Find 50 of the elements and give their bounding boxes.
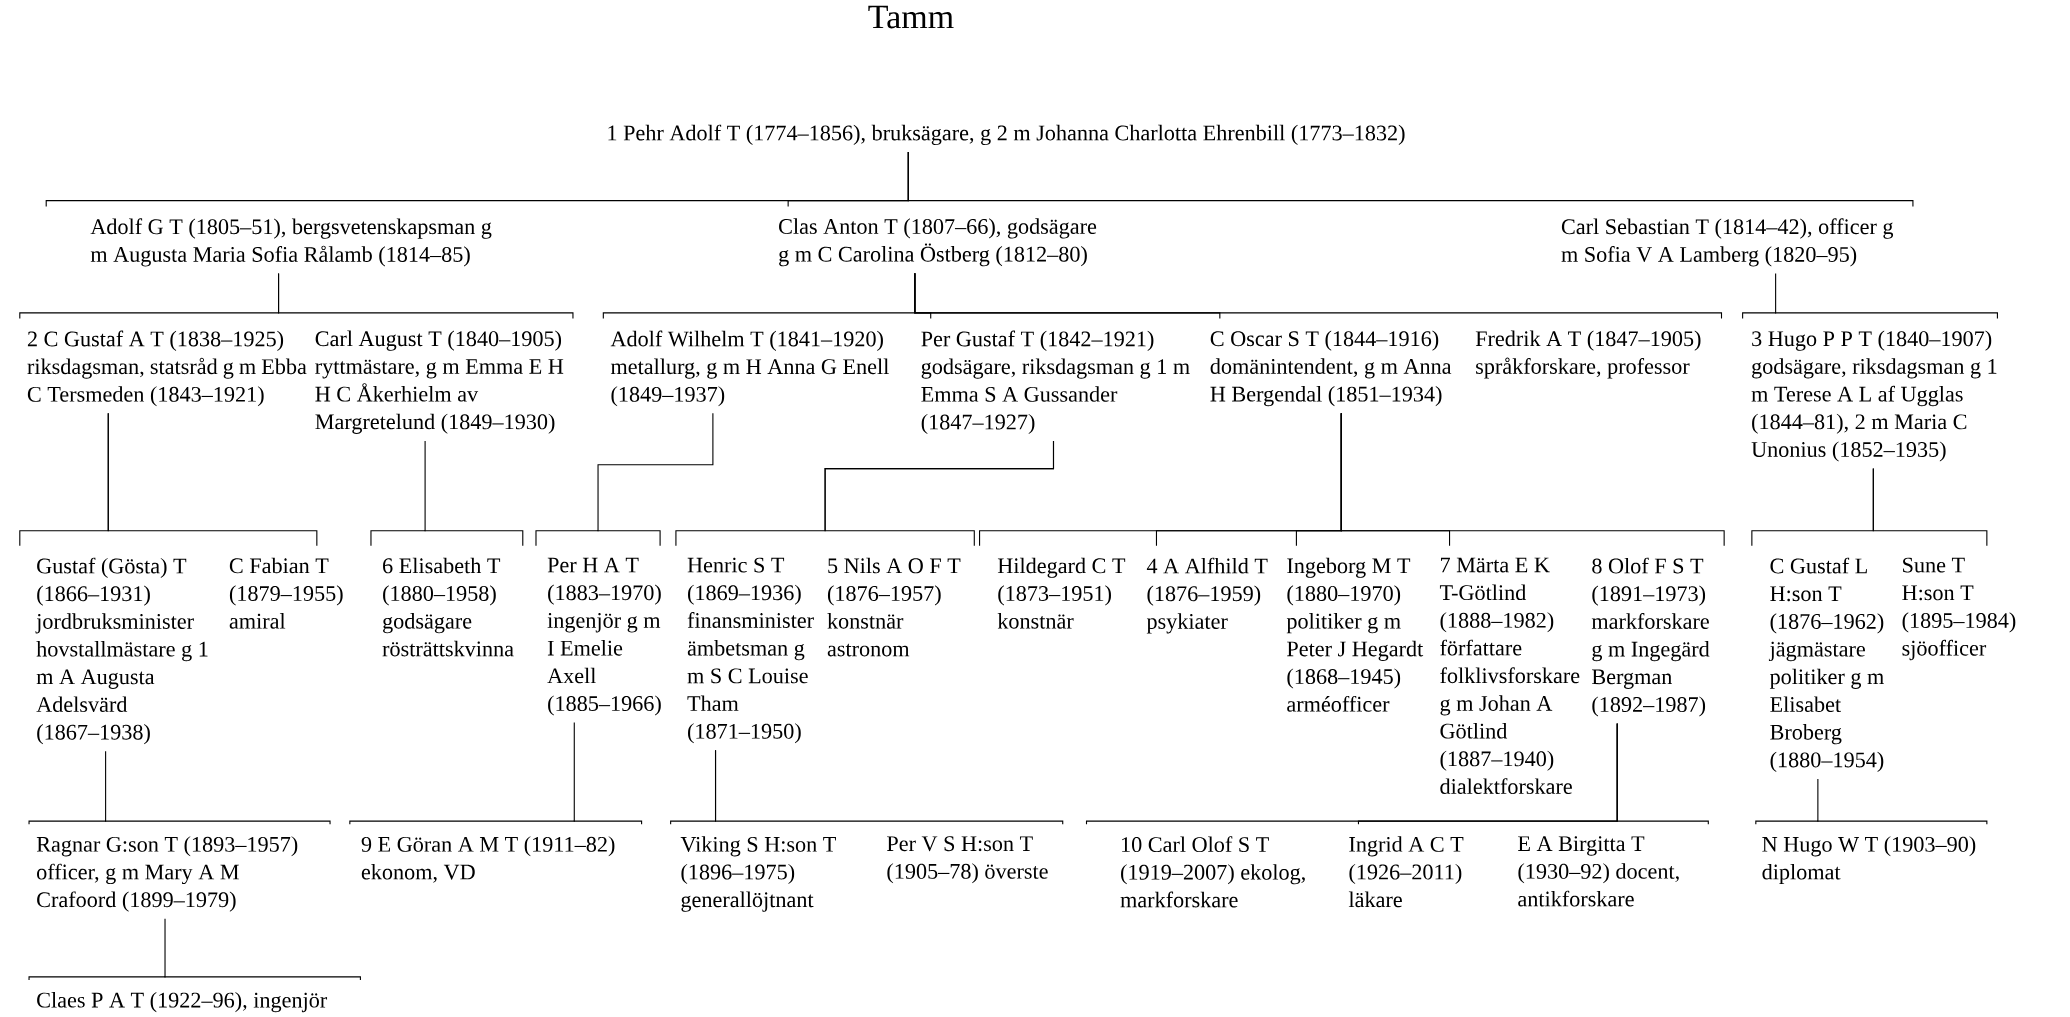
person-entry: Ragnar G:son T (1893–1957) officer, g m Mary A M Crafoord (1899–1979) <box>36 836 298 912</box>
tree-connector <box>107 413 318 546</box>
person-entry: E A Birgitta T (1930–92) docent, antikforskare <box>1518 836 1679 907</box>
person-entry: 3 Hugo P P T (1840–1907) godsägare, riksdagsman g 1 m Terese A L af Ugglas (1844–81), 2 m Maria C Unonius (1852–1935) <box>1751 330 1997 462</box>
tree-connector <box>1616 723 1709 825</box>
tree-connector <box>28 751 331 825</box>
tree-connector <box>914 273 1723 319</box>
person-entry: Carl August T (1840–1905) ryttmästare, g m Emma E H H C Åkerhielm av Margretelund (1849–1930) <box>315 330 564 435</box>
tree-connector <box>1755 779 1988 825</box>
person-entry: 2 C Gustaf A T (1838–1925) riksdagsman, statsråd g m Ebba C Tersmeden (1843–1921) <box>27 330 307 407</box>
person-entry: 5 Nils A O F T (1876–1957) konstnär astronom <box>827 557 961 657</box>
person-entry: Viking S H:son T (1896–1975) generallöjtnant <box>680 836 836 913</box>
person-entry: Hildegard C T (1873–1951) konstnär <box>997 557 1126 629</box>
person-entry: C Gustaf L H:son T (1876–1962) jägmästare politiker g m Elisabet Broberg (1880–1954) <box>1768 557 1884 773</box>
person-entry: Per H A T (1883–1970) ingenjör g m I Emelie Axell (1885–1966) <box>547 557 661 716</box>
person-entry: 8 Olof F S T (1891–1973) markforskare g m Ingegärd Bergman (1892–1987) <box>1591 557 1710 717</box>
tree-connector <box>1872 468 1988 546</box>
person-entry: Gustaf (Gösta) T (1866–1931) jordbruksminister hovstallmästare g 1 m A Augusta Adelsvärd (1867–1938) <box>35 557 208 745</box>
person-entry: Adolf Wilhelm T (1841–1920) metallurg, g m H Anna G Enell (1849–1937) <box>610 330 889 407</box>
person-entry: 1 Pehr Adolf T (1774–1856), bruksägare, g 2 m Johanna Charlotta Ehrenbill (1773–1832) <box>608 124 1405 146</box>
person-entry: Clas Anton T (1807–66), godsägare g m C Carolina Östberg (1812–80) <box>779 218 1097 267</box>
person-entry: Per Gustaf T (1842–1921) godsägare, riksdagsman g 1 m Emma S A Gussander (1847–1927) <box>921 330 1190 435</box>
person-entry: N Hugo W T (1903–90) diplomat <box>1762 836 1976 885</box>
person-entry: 7 Märta E K T-Götlind (1888–1982) författare folklivsforskare g m Johan A Götlind (1887–1940) dialektforskare <box>1439 557 1580 795</box>
person-entry: Claes P A T (1922–96), ingenjör <box>37 992 328 1013</box>
person-entry: C Oscar S T (1844–1916) domänintendent, g m Anna H Bergendal (1851–1934) <box>1210 330 1452 407</box>
tree-connector <box>28 919 361 981</box>
person-entry: Henric S T (1869–1936) finansminister ämbetsman g m S C Louise Tham (1871–1950) <box>687 557 814 744</box>
person-entry: 9 E Göran A M T (1911–82) ekonom, VD <box>361 836 615 883</box>
tree-connector <box>1340 413 1725 546</box>
person-entry: Per V S H:son T (1905–78) överste <box>887 836 1048 884</box>
tree-connector <box>1742 273 1998 319</box>
person-entry: Ingeborg M T (1880–1970) politiker g m Peter J Hegardt (1868–1945) arméofficer <box>1286 557 1424 712</box>
person-entry: 6 Elisabeth T (1880–1958) godsägare rösträttskvinna <box>382 557 514 657</box>
tree-connector <box>370 441 524 546</box>
person-entry: 4 A Alfhild T (1876–1959) psykiater <box>1146 557 1268 634</box>
title: Tamm <box>868 6 954 29</box>
tree-connector <box>715 750 1064 825</box>
tree-connector <box>824 441 1055 546</box>
person-entry: Adolf G T (1805–51), bergsvetenskapsman g m Augusta Maria Sofia Rålamb (1814–85) <box>90 218 492 267</box>
tree-connector <box>349 722 643 825</box>
person-entry: Carl Sebastian T (1814–42), officer g m Sofia V A Lamberg (1820–95) <box>1561 218 1894 267</box>
tree-connector <box>907 152 1914 207</box>
tree-connector <box>278 273 574 319</box>
person-entry: Fredrik A T (1847–1905) språkforskare, professor <box>1475 330 1701 379</box>
person-entry: Sune T H:son T (1895–1984) sjöofficer <box>1902 557 2016 661</box>
person-entry: 10 Carl Olof S T (1919–2007) ekolog, markforskare <box>1120 836 1305 908</box>
person-entry: C Fabian T (1879–1955) amiral <box>229 557 343 629</box>
person-entry: Ingrid A C T (1926–2011) läkare <box>1348 836 1464 908</box>
tree-connector <box>535 413 714 546</box>
